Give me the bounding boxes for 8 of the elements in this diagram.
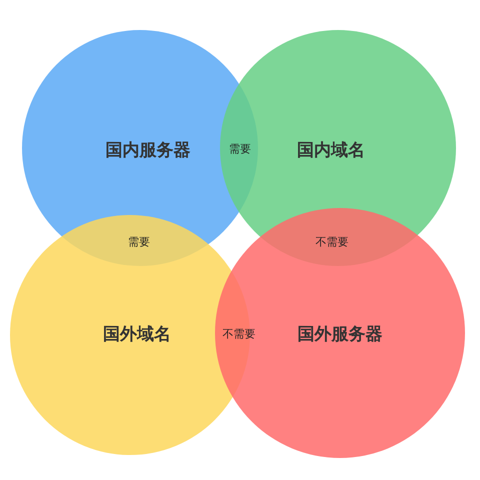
set-label: 国内服务器 (106, 140, 190, 162)
overlap-label: 需要 (128, 234, 150, 250)
set-label: 国内域名 (297, 140, 365, 162)
overlap-label: 不需要 (316, 234, 348, 250)
overlap-label: 不需要 (222, 326, 256, 342)
overlap-label: 需要 (229, 142, 251, 156)
set-label: 国外服务器 (298, 324, 382, 346)
set-label: 国外域名 (103, 324, 171, 346)
